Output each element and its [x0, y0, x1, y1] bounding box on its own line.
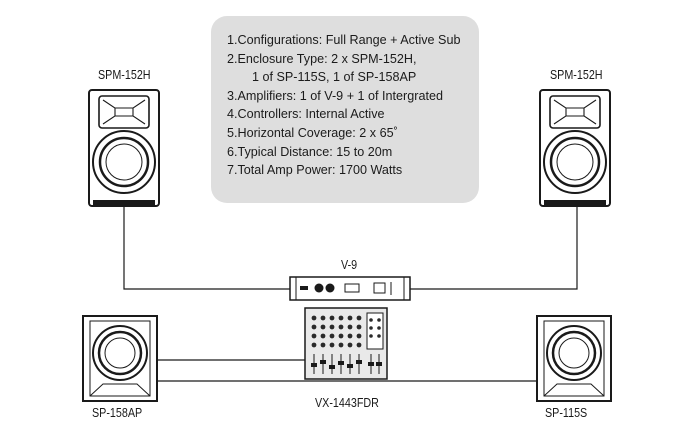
spec-configurations: 1.Configurations: Full Range + Active Su…	[227, 33, 461, 47]
specifications-panel	[211, 16, 479, 203]
speaker-top-left	[88, 89, 160, 207]
power-switch-icon	[373, 282, 386, 294]
sub-port-icon	[543, 383, 605, 397]
spec-typical-distance: 6.Typical Distance: 15 to 20m	[227, 144, 393, 159]
amplifier-logo-icon	[300, 286, 308, 290]
specifications-list: 1.Configurations: Full Range + Active Su…	[227, 31, 477, 180]
cable-right-top-speaker	[410, 206, 578, 290]
label-speaker-top-right: SPM-152H	[550, 68, 603, 82]
spec-enclosure-type: 2.Enclosure Type: 2 x SPM-152H,	[227, 51, 417, 66]
speaker-base	[544, 200, 606, 205]
connection-cables	[123, 206, 578, 382]
spec-total-amp-power: 7.Total Amp Power: 1700 Watts	[227, 163, 403, 178]
mixer-master-knobs-icon	[369, 318, 381, 338]
spec-enclosure-type-continued: 1 of SP-115S, 1 of SP-158AP	[252, 70, 417, 85]
mixer-master-section-icon	[366, 312, 384, 350]
label-mixer: VX-1443FDR	[315, 396, 379, 410]
woofer-dustcap	[105, 143, 143, 181]
amplifier-knob-icon	[314, 283, 324, 293]
amplifier-v9	[289, 276, 411, 301]
mixer-fader-caps-icon	[311, 360, 382, 369]
spec-controllers: 4.Controllers: Internal Active	[227, 107, 385, 122]
horn-flare-icon	[102, 99, 146, 125]
sub-woofer-dustcap	[558, 337, 590, 369]
label-amplifier: V-9	[341, 258, 358, 272]
mixer-vx1443fdr	[304, 307, 388, 380]
speaker-base	[93, 200, 155, 205]
amplifier-knob-icon	[325, 283, 335, 293]
woofer-dustcap	[556, 143, 594, 181]
cable-left-top-speaker	[123, 206, 290, 290]
label-speaker-top-left: SPM-152H	[98, 68, 151, 82]
subwoofer-right	[536, 315, 612, 402]
horn-flare-icon	[553, 99, 597, 125]
amplifier-display-icon	[344, 283, 360, 293]
spec-amplifiers: 3.Amplifiers: 1 of V-9 + 1 of Intergrate…	[227, 88, 443, 103]
sub-woofer-dustcap	[104, 337, 136, 369]
sub-port-icon	[89, 383, 151, 397]
horn-icon	[549, 95, 601, 129]
mixer-knobs-icon	[311, 315, 362, 348]
spec-horizontal-coverage: 5.Horizontal Coverage: 2 x 65˚	[227, 125, 398, 140]
label-sub-right: SP-115S	[545, 406, 588, 420]
subwoofer-left	[82, 315, 158, 402]
label-sub-left: SP-158AP	[92, 406, 143, 420]
horn-icon	[98, 95, 150, 129]
speaker-top-right	[539, 89, 611, 207]
